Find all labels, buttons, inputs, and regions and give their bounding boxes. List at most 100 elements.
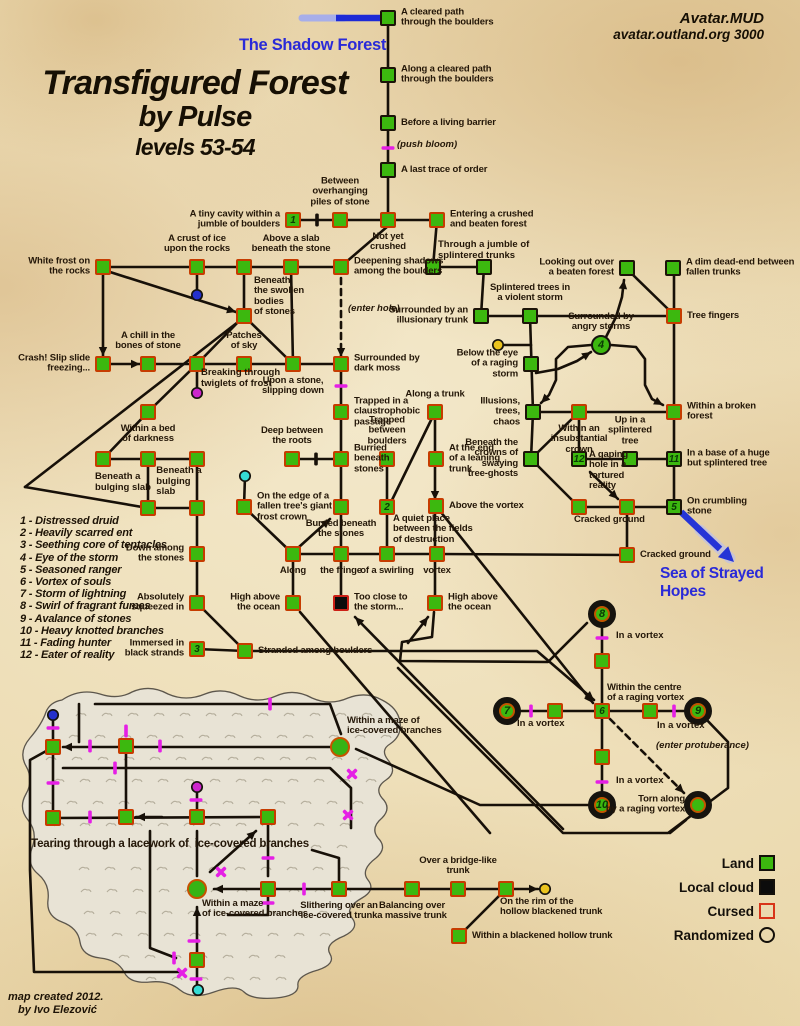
ice-texture-mark — [104, 866, 116, 871]
ice-texture-mark — [118, 954, 130, 959]
map-room-node — [187, 879, 207, 899]
ice-texture-mark — [276, 734, 288, 739]
legend-swatch-rand-icon — [759, 927, 775, 943]
room-label: Entering a crushed and beaten forest — [450, 208, 534, 230]
ice-texture-mark — [145, 976, 157, 981]
yellow-exit-dot — [538, 882, 552, 896]
map-room-node-12: 12 — [571, 451, 587, 467]
ice-texture-mark — [250, 734, 262, 739]
map-edge — [242, 314, 295, 366]
map-room-node — [476, 259, 492, 275]
door-marker — [381, 146, 395, 150]
ice-texture-mark — [312, 866, 324, 871]
map-room-node-5: 5 — [666, 499, 682, 515]
room-label: Burried beneath the stones — [305, 518, 377, 540]
door-marker — [268, 697, 272, 711]
ice-texture-mark — [80, 888, 92, 893]
ice-texture-mark — [279, 756, 291, 761]
ice-texture-mark — [284, 844, 296, 849]
room-label: Along a cleared path through the boulder… — [401, 63, 494, 85]
ice-texture-mark — [223, 976, 235, 981]
ice-texture-mark — [180, 844, 192, 849]
ice-texture-mark — [248, 954, 260, 959]
ice-texture-mark — [83, 910, 95, 915]
ice-texture-mark — [127, 712, 139, 717]
arrowhead — [226, 305, 236, 314]
room-label: Within a blackened hollow trunk — [472, 929, 613, 941]
map-edge — [668, 818, 688, 835]
legend-swatch-land-icon — [759, 855, 775, 871]
ice-texture-mark — [78, 866, 90, 871]
map-room-node — [665, 260, 681, 276]
map-note: In a vortex — [657, 720, 705, 731]
room-label: Along — [279, 565, 307, 576]
credit-line1: map created 2012. — [8, 991, 104, 1003]
room-label: A gaping hole in a tortured reality — [589, 449, 629, 492]
map-note: In a vortex — [616, 775, 664, 786]
map-room-node — [333, 356, 349, 372]
ice-texture-mark — [144, 954, 156, 959]
legend-swatch-cloud-icon — [759, 879, 775, 895]
room-label: Upon a stone, slipping down — [262, 375, 324, 397]
map-edge — [289, 265, 295, 366]
room-label: Surrounded by angry storms — [568, 311, 634, 333]
map-room-node — [404, 881, 420, 897]
room-label: Illusions, trees, chaos — [480, 395, 520, 428]
map-room-node — [522, 308, 538, 324]
mob-list-item: 8 - Swirl of fragrant fumes — [20, 600, 151, 613]
map-note: Through a jumble of splintered trunks — [438, 239, 530, 261]
arrowhead — [192, 907, 202, 916]
mud-address: avatar.outland.org 3000 — [613, 27, 764, 42]
room-label: Along a trunk — [405, 388, 465, 400]
arrowhead — [608, 489, 618, 499]
map-room-node — [622, 451, 638, 467]
ice-texture-mark — [183, 778, 195, 783]
door-marker — [187, 939, 201, 943]
door-marker — [46, 781, 60, 785]
map-room-node — [236, 356, 252, 372]
room-label: On the edge of a fallen tree's giant fro… — [257, 490, 332, 523]
ice-texture-mark — [227, 756, 239, 761]
map-room-node — [118, 809, 134, 825]
door-bar — [315, 213, 319, 227]
map-edge — [398, 610, 589, 664]
ice-region-blob — [21, 687, 401, 1000]
room-label: Before a living barrier — [401, 116, 496, 128]
legend-swatch-cursed-icon — [759, 903, 775, 919]
room-label: Cracked ground — [640, 548, 711, 560]
map-room-node — [95, 259, 111, 275]
arrowhead — [136, 812, 145, 822]
room-label: Beneath the swollen bodies of stones — [254, 275, 305, 318]
door-marker — [261, 856, 275, 860]
map-room-node — [189, 952, 205, 968]
map-room-node — [236, 259, 252, 275]
room-label: Slithering over an ice-covered trunk — [300, 900, 378, 922]
arrowhead — [581, 352, 591, 361]
ice-texture-mark — [257, 712, 269, 717]
map-room-node — [95, 356, 111, 372]
ice-texture-mark — [182, 866, 194, 871]
map-author: by Pulse — [138, 100, 253, 133]
map-edge — [343, 224, 390, 265]
ice-texture-mark — [94, 734, 106, 739]
map-note: Tearing through a lacework of ice-covere… — [31, 838, 309, 850]
map-room-node — [333, 451, 349, 467]
map-note: In a vortex — [517, 718, 565, 729]
ice-texture-mark — [128, 844, 140, 849]
ice-texture-mark — [201, 756, 213, 761]
ice-texture-mark — [172, 734, 184, 739]
ice-texture-mark — [224, 734, 236, 739]
room-label: High above the ocean — [230, 591, 280, 613]
map-room-node — [619, 547, 635, 563]
ice-texture-mark — [222, 800, 234, 805]
ice-texture-mark — [154, 844, 166, 849]
ice-texture-mark — [205, 712, 217, 717]
ice-texture-mark — [97, 756, 109, 761]
map-note: (push bloom) — [397, 139, 458, 150]
room-label: Surrounded by dark moss — [354, 352, 420, 374]
map-room-node — [236, 499, 252, 515]
map-room-node — [523, 451, 539, 467]
map-edge — [608, 717, 686, 795]
map-room-node-3: 3 — [189, 641, 205, 657]
ice-texture-mark — [209, 778, 221, 783]
